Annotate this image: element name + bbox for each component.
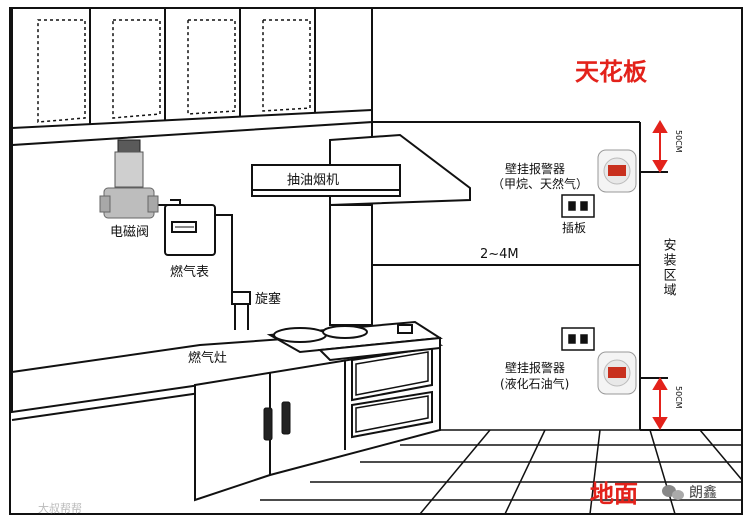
alarm-bottom-label-2: (液化石油气) xyxy=(500,376,569,391)
socket-label: 插板 xyxy=(562,221,586,235)
gas-meter-label: 燃气表 xyxy=(170,264,209,280)
alarm-bottom-label-1: 壁挂报警器 xyxy=(505,360,565,375)
floor-tiles xyxy=(260,429,743,515)
ceiling-label: 天花板 xyxy=(575,58,648,86)
upper-cabinets xyxy=(11,7,373,147)
install-zone-label: 安装区域 xyxy=(661,238,677,298)
install-zone-bracket xyxy=(640,171,668,379)
gas-stove xyxy=(266,320,443,362)
measure-top-label: 50CM xyxy=(674,130,683,153)
wall-alarm-top xyxy=(597,149,637,193)
floor-label: 地面 xyxy=(590,480,638,508)
gas-stove-label: 燃气灶 xyxy=(188,350,227,366)
measure-arrows xyxy=(652,120,668,430)
wall-alarm-bottom xyxy=(597,351,637,395)
distance-label: 2~4M xyxy=(480,247,519,262)
plug-label: 旋塞 xyxy=(255,291,281,307)
wechat-icon xyxy=(662,485,684,500)
solenoid-valve-label: 电磁阀 xyxy=(110,225,149,240)
socket-top xyxy=(561,194,595,218)
solenoid-valve xyxy=(99,139,159,219)
range-hood-label: 抽油烟机 xyxy=(287,173,339,188)
watermark-right: 朗鑫 xyxy=(689,484,717,501)
plug-valve xyxy=(231,291,251,330)
gas-meter xyxy=(164,204,216,256)
alarm-top-label-1: 壁挂报警器 xyxy=(505,161,565,176)
cabinet-handles xyxy=(263,401,291,441)
watermark-left: 大叔帮帮 xyxy=(38,501,82,515)
range-hood xyxy=(251,133,471,326)
measure-bottom-label: 50CM xyxy=(674,386,683,409)
outer-frame xyxy=(9,7,743,515)
alarm-top-label-2: （甲烷、天然气） xyxy=(492,176,588,191)
socket-bottom xyxy=(561,327,595,351)
